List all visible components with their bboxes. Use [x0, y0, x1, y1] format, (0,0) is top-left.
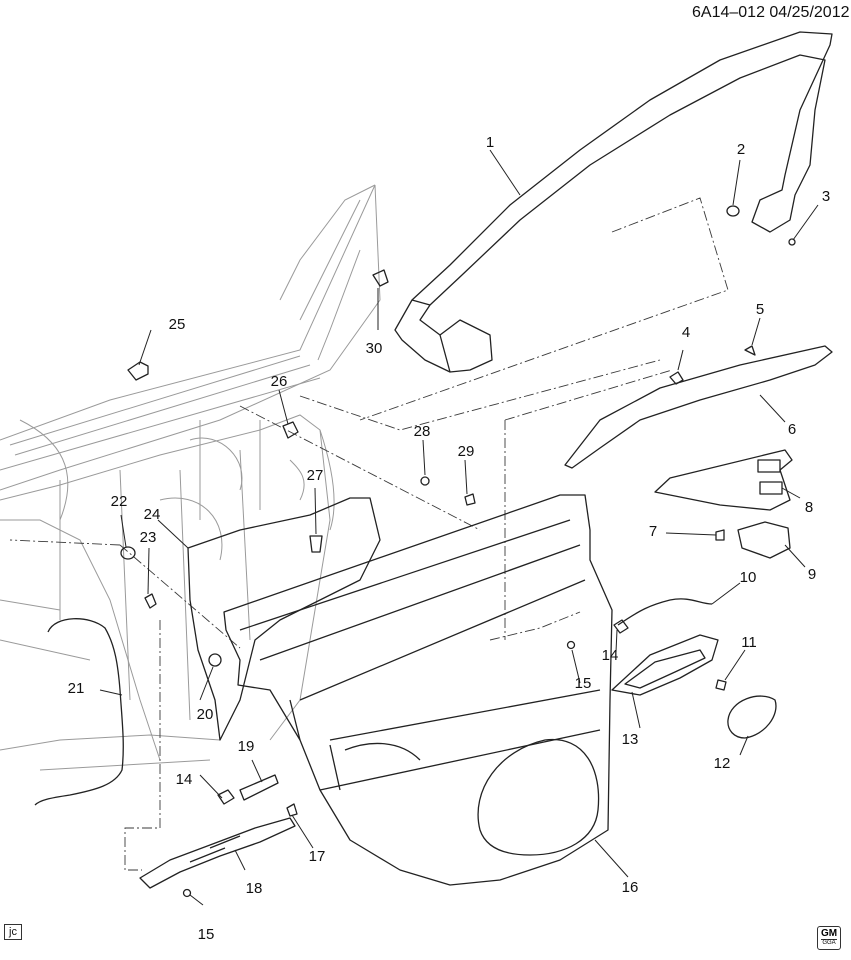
- push-retainer-14b: [217, 789, 235, 805]
- retainer-clip-25: [127, 361, 149, 381]
- wire-harness-10: [617, 598, 713, 626]
- armrest-bracket: [139, 817, 296, 889]
- trim-screw-15b: [182, 888, 192, 898]
- callout-14b: 14: [176, 771, 193, 788]
- grommet-20: [208, 653, 222, 667]
- callout-4: 4: [682, 324, 690, 341]
- callout-11: 11: [741, 634, 757, 651]
- trim-screw-15a: [566, 640, 576, 650]
- callout-16: 16: [622, 879, 639, 896]
- callout-24: 24: [144, 506, 161, 523]
- trim-screw-28: [420, 476, 430, 486]
- window-switch-bezel: [654, 449, 793, 511]
- callout-12: 12: [714, 755, 731, 772]
- retainer-17: [286, 803, 298, 817]
- callout-17: 17: [309, 848, 326, 865]
- callout-7: 7: [649, 523, 657, 540]
- callout-14: 14: [602, 647, 619, 664]
- callout-8: 8: [805, 499, 813, 516]
- pull-cup-cover: [727, 695, 777, 739]
- gm-logo-top: GM: [820, 928, 838, 939]
- callout-9: 9: [808, 566, 816, 583]
- callout-29: 29: [458, 443, 475, 460]
- hole-plug-22: [120, 546, 136, 560]
- callout-26: 26: [271, 373, 288, 390]
- push-retainer-14a: [613, 619, 629, 634]
- callout-30: 30: [366, 340, 383, 357]
- callout-20: 20: [197, 706, 214, 723]
- callout-28: 28: [414, 423, 431, 440]
- window-switch: [737, 521, 791, 559]
- callout-25: 25: [169, 316, 186, 333]
- retainer-29: [464, 493, 476, 506]
- callout-2: 2: [737, 141, 745, 158]
- callout-27: 27: [307, 467, 324, 484]
- pillar-grommet: [726, 205, 740, 217]
- pillar-screw: [788, 238, 796, 246]
- callout-23: 23: [140, 529, 157, 546]
- bezel-screw-7: [715, 529, 725, 541]
- pillar-retainer-clip: [372, 269, 389, 287]
- diagram-reference: 6A14–012 04/25/2012: [692, 4, 850, 21]
- gm-logo: GM GGA: [817, 926, 841, 950]
- water-deflector: [187, 497, 381, 741]
- callout-1: 1: [486, 134, 494, 151]
- handle-screw-11: [715, 679, 727, 691]
- plug-27: [309, 535, 323, 553]
- callout-6: 6: [788, 421, 796, 438]
- callout-15b: 15: [198, 926, 215, 943]
- artist-initials-box: jc: [4, 924, 22, 940]
- callout-15: 15: [575, 675, 592, 692]
- callout-13: 13: [622, 731, 639, 748]
- gm-logo-bottom: GGA: [821, 939, 837, 946]
- pillar-garnish-molding: [394, 31, 833, 373]
- inside-handle-bezel: [611, 634, 719, 696]
- trim-bracket-19: [239, 774, 279, 801]
- callout-18: 18: [246, 880, 263, 897]
- door-trim-panel: [223, 494, 613, 886]
- retainer-23: [144, 593, 157, 609]
- molding-clip-5: [744, 345, 756, 356]
- callout-3: 3: [822, 188, 830, 205]
- callout-5: 5: [756, 301, 764, 318]
- callout-21: 21: [68, 680, 85, 697]
- callout-19: 19: [238, 738, 255, 755]
- molding-clip-4: [669, 371, 684, 385]
- door-frame-outline: [0, 184, 381, 491]
- callout-22: 22: [111, 493, 128, 510]
- door-wire-harness: [34, 618, 124, 806]
- callout-10: 10: [740, 569, 757, 586]
- belt-molding: [564, 345, 833, 469]
- retainer-clip-26: [282, 421, 299, 439]
